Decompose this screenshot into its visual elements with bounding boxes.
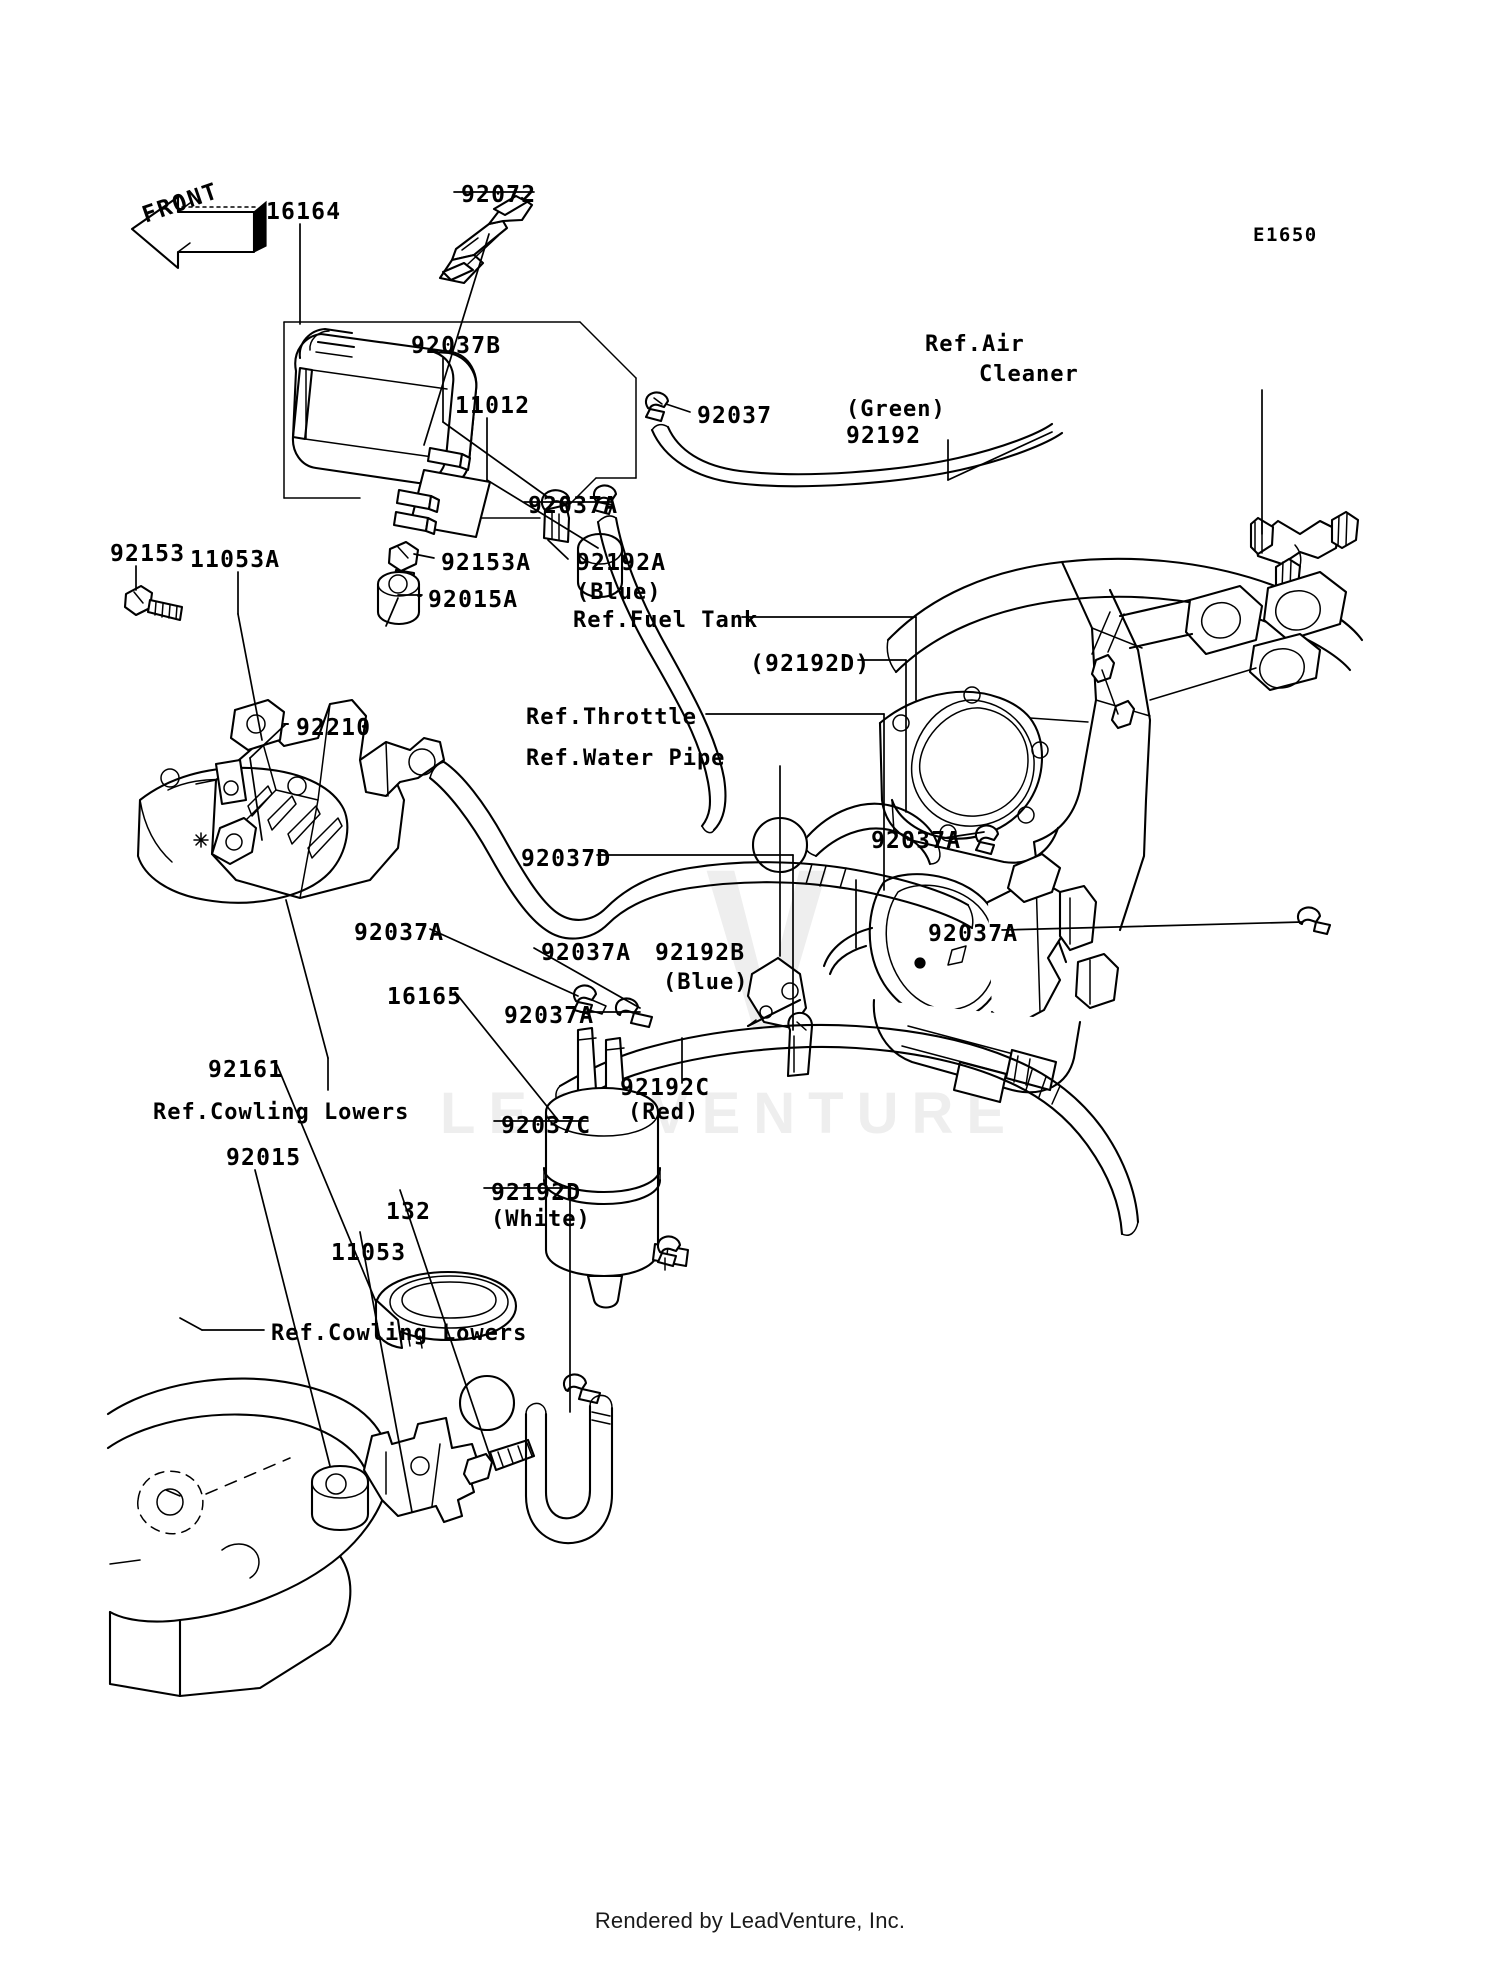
- canister-assembly-16164: [283, 321, 637, 539]
- callout-92015: 92015: [226, 1145, 302, 1171]
- reference-water-pipe: Ref.Water Pipe: [526, 746, 726, 771]
- callout-92192A: 92192A: [576, 550, 667, 576]
- strap-92072: [438, 194, 534, 285]
- callout-92192D-paren: (92192D): [750, 651, 871, 677]
- callout-92161: 92161: [208, 1057, 284, 1083]
- callout-92072: 92072: [461, 182, 537, 208]
- water-pipe-plate: [746, 956, 808, 1030]
- callout-92037C: 92037C: [501, 1113, 592, 1139]
- callout-11053: 11053: [331, 1240, 407, 1266]
- reference-fuel-tank: Ref.Fuel Tank: [573, 608, 759, 633]
- hose-92192C-red: [555, 1023, 1140, 1236]
- callout-132: 132: [386, 1199, 432, 1225]
- clip-92037D: [786, 1011, 814, 1078]
- leader-lines: [135, 191, 1303, 1513]
- callout-16164: 16164: [266, 199, 342, 225]
- callout-92192: 92192: [846, 423, 922, 449]
- bracket-11053: [362, 1416, 480, 1524]
- hose-92192D-white: [524, 1394, 614, 1545]
- reference-throttle: Ref.Throttle: [526, 705, 697, 730]
- callout-92153A: 92153A: [441, 550, 532, 576]
- clamp-92037A-right-upper: [974, 824, 1000, 856]
- callout-92037B: 92037B: [411, 333, 502, 359]
- fuel-filter-16165: [542, 1026, 690, 1309]
- callout-92192A-color: (Blue): [576, 580, 662, 605]
- callout-92037A-6: 92037A: [504, 1003, 595, 1029]
- collar-92015: [310, 1464, 370, 1532]
- screw-92153: [123, 584, 184, 622]
- reference-cowling-lowers-lower: Ref.Cowling Lowers: [271, 1321, 528, 1346]
- callout-11012: 11012: [455, 393, 531, 419]
- callout-11053A: 11053A: [190, 547, 281, 573]
- fuel-tank-reference-shape: [878, 557, 1364, 964]
- callout-92153: 92153: [110, 541, 186, 567]
- hose-92192A-blue: [596, 515, 727, 834]
- cowling-lower-bottom-shape: [106, 1377, 391, 1698]
- screw-132: [462, 1438, 536, 1486]
- hose-92192B-blue: [428, 760, 974, 940]
- callout-92037A-1: 92037A: [528, 493, 619, 519]
- callout-92192B-color: (Blue): [663, 970, 749, 995]
- callout-92192C: 92192C: [620, 1075, 711, 1101]
- callout-92037A-3: 92037A: [354, 920, 445, 946]
- callout-92192-color: (Green): [846, 397, 946, 422]
- callout-92192B: 92192B: [655, 940, 746, 966]
- circle-marker-A-lower: [458, 1374, 516, 1432]
- hose-92192-green: [650, 422, 1064, 488]
- clamp-92037A-right-lower: [1296, 906, 1332, 936]
- callout-92037A-2: 92037A: [871, 828, 962, 854]
- reference-air-cleaner-line1: Ref.Air: [925, 332, 1025, 357]
- diagram-code: E1650: [1253, 224, 1318, 246]
- reference-air-cleaner-line2: Cleaner: [979, 362, 1079, 387]
- clamp-92037: [644, 391, 670, 423]
- footer-credit: Rendered by LeadVenture, Inc.: [594, 1908, 906, 1933]
- callout-92210: 92210: [296, 715, 372, 741]
- callout-92192C-color: (Red): [628, 1100, 700, 1125]
- callout-92192D-color: (White): [491, 1207, 591, 1232]
- callout-92192D: 92192D: [491, 1180, 582, 1206]
- nut-92210: [229, 698, 286, 752]
- callout-92037A-5: 92037A: [928, 921, 1019, 947]
- clamp-92037A-upper: [592, 484, 618, 516]
- callout-92037D: 92037D: [521, 846, 612, 872]
- cowling-lower-upper-shape: [136, 758, 349, 904]
- throttle-body-assembly: [822, 852, 1120, 1104]
- clamp-92037A-filter-top-right: [614, 997, 654, 1029]
- cap-11012: [576, 532, 624, 599]
- clamp-92037A-filter-side: [656, 1235, 682, 1271]
- ring-92161: [374, 1270, 518, 1350]
- reference-cowling-lowers-upper: Ref.Cowling Lowers: [153, 1100, 410, 1125]
- callout-16165: 16165: [387, 984, 463, 1010]
- callout-92037: 92037: [697, 403, 773, 429]
- front-arrow-icon: [130, 195, 267, 270]
- callout-92037A-4: 92037A: [541, 940, 632, 966]
- callout-92015A: 92015A: [428, 587, 519, 613]
